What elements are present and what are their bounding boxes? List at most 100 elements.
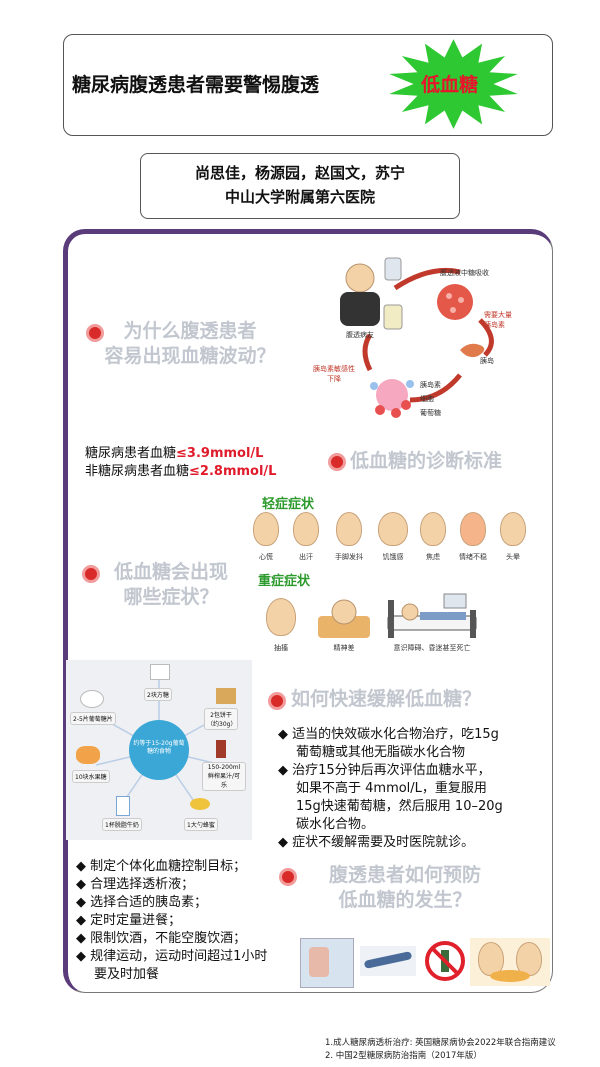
mild-symptom-label: 情绪不稳 [459,553,487,561]
relief-bullet-1-cont: 葡萄糖或其他无脂碳水化合物 [296,745,466,760]
criteria-line2: 非糖尿病患者血糖≤2.8mmol/L [85,463,276,481]
relief-bullet-1: ◆ 适当的快效碳水化合物治疗，吃15g [278,727,499,742]
section-bullet-icon [328,453,346,471]
relief-bullet-2-cont: 15g快速葡萄糖，然后服用 10–20g [296,799,503,814]
juice-icon [216,740,226,758]
page-title: 糖尿病腹透患者需要警惕腹透 [72,74,320,96]
food-item: 10块水果糖 [72,770,110,783]
relief-bullet-3: ◆ 症状不缓解需要及时医院就诊。 [278,835,475,850]
unconscious-bed-icon [387,593,477,638]
prevent-bullet: ◆ 制定个体化血糖控制目标； [76,859,247,874]
mild-symptom-label: 饥饿感 [382,553,404,561]
cycle-arrow-icon [362,333,373,372]
mild-symptom-label: 焦虑 [426,553,440,561]
severe-symptom-label: 精神差 [333,644,355,652]
author-box [140,153,460,219]
prevent-bullet: ◆ 规律运动，运动时间超过1小时 [76,949,268,964]
criteria-line1-prefix: 糖尿病患者血糖 [85,446,177,461]
symptom-face-icon [253,512,279,546]
criteria-heading: 低血糖的诊断标准 [350,450,503,472]
food-item: 2块方糖 [144,688,172,701]
diag-glucose: 葡萄糖 [420,409,441,417]
honey-icon [190,798,210,810]
starburst-icon [389,39,518,129]
elderly-meal-icon [470,938,550,986]
title-highlight: 低血糖 [421,74,479,96]
why-heading-line1: 为什么腹透患者 [123,320,257,342]
prevent-heading: 腹透患者如何预防 低血糖的发生？ [300,863,510,913]
sugar-cube-icon [150,664,170,680]
symptom-face-icon [460,512,486,546]
prevent-heading-line1: 腹透患者如何预防 [328,864,481,886]
prevent-bullet: ◆ 合理选择透析液； [76,877,195,892]
prevent-bullet: ◆ 定时定量进餐； [76,913,182,928]
symptoms-heading: 低血糖会出现 哪些症状？ [96,560,246,610]
prevent-bullets: ◆ 制定个体化血糖控制目标； ◆ 合理选择透析液； ◆ 选择合适的胰岛素； ◆ … [76,858,267,984]
diag-patient: 腹透病友 [346,331,374,339]
food-item: 2-5片葡萄糖片 [70,712,116,725]
diag-sensitivity: 胰岛素敏感性下降 [313,365,355,383]
mild-symptom-label: 头晕 [506,553,520,561]
candy-icon [76,746,100,764]
tired-person-icon [318,599,370,638]
insulin-pen-icon [360,946,416,976]
symptom-face-icon [293,512,319,546]
section-bullet-icon [279,868,297,886]
diag-insulin-need: 需要大量胰岛素 [484,311,512,329]
diag-absorb: 腹透液中糖吸收 [440,269,489,277]
section-bullet-icon [268,692,286,710]
content-panel [63,229,553,993]
criteria-line2-prefix: 非糖尿病患者血糖 [85,464,190,479]
food-item: 1杯脱脂牛奶 [102,818,142,831]
why-heading: 为什么腹透患者 容易出现血糖波动？ [100,319,280,369]
section-bullet-icon [86,324,104,342]
food-item: 1大勺蜂蜜 [184,818,218,831]
severe-symptom-label: 抽搐 [274,644,288,652]
author-affiliation: 中山大学附属第六医院 [224,188,375,206]
cycle-arrow-icon [409,373,462,403]
section-bullet-icon [82,565,100,583]
food-item: 150-200ml鲜榨果汁/可乐 [202,762,246,791]
glucose-cycle-diagram [340,257,494,418]
criteria-line1-value: ≤3.9mmol/L [176,446,264,461]
milk-icon [116,796,130,816]
prevent-bullet: ◆ 限制饮酒，不能空腹饮酒； [76,931,247,946]
reference-2: 2. 中国2型糖尿病防治指南（2017年版） [325,1051,482,1061]
severe-symptom-label: 意识障碍、昏迷甚至死亡 [393,644,471,652]
food-item: 2包饼干（约30g） [204,708,238,730]
prevent-bullet-cont: 要及时加餐 [94,967,160,982]
glucose-tablet-icon [80,690,104,708]
criteria-line1: 糖尿病患者血糖≤3.9mmol/L [85,445,263,463]
reference-1: 1.成人糖尿病透析治疗: 英国糖尿病协会2022年联合指南建议 [325,1038,556,1048]
relief-bullet-2-cont: 碳水化合物。 [296,817,375,832]
food-diagram: 约等于15-20g葡萄糖的食物 2块方糖 2-5片葡萄糖片 2包饼干（约30g）… [66,660,252,840]
severe-symptoms-label: 重症症状 [258,574,311,589]
cycle-arrow-icon [393,267,461,291]
symptom-face-icon [336,512,362,546]
relief-bullets: ◆ 适当的快效碳水化合物治疗，吃15g 葡萄糖或其他无脂碳水化合物 ◆ 治疗15… [278,726,503,852]
relief-heading: 如何快速缓解低血糖？ [291,688,482,710]
symptom-face-icon [420,512,446,546]
prevent-bullet: ◆ 选择合适的胰岛素； [76,895,208,910]
cycle-arrow-icon [478,318,494,357]
mild-symptom-label: 心慌 [259,553,273,561]
mild-symptom-label: 手脚发抖 [335,553,363,561]
dialysis-bag-icon [300,938,354,988]
mild-symptom-label: 出汗 [299,553,313,561]
no-alcohol-icon [425,941,465,981]
symptoms-heading-line1: 低血糖会出现 [113,561,228,583]
relief-bullet-2-cont: 如果不高于 4mmol/L，重复服用 [296,781,487,796]
criteria-line2-value: ≤2.8mmol/L [189,464,277,479]
symptom-face-icon [500,512,526,546]
food-center-label: 约等于15-20g葡萄糖的食物 [133,740,185,755]
mild-symptoms-row: 心慌 出汗 手脚发抖 饥饿感 焦虑 情绪不稳 头晕 [248,512,538,568]
mild-symptoms-label: 轻症症状 [262,497,315,512]
diag-insulin: 胰岛素 [420,381,441,389]
diag-pancreas: 胰岛 [480,357,494,365]
prevent-heading-line2: 低血糖的发生？ [338,889,472,911]
biscuit-icon [216,688,236,704]
symptom-face-icon [378,512,408,546]
seizure-face-icon [266,598,296,636]
diag-cell: 细胞 [420,395,434,403]
relief-bullet-2: ◆ 治疗15分钟后再次评估血糖水平， [278,763,491,778]
